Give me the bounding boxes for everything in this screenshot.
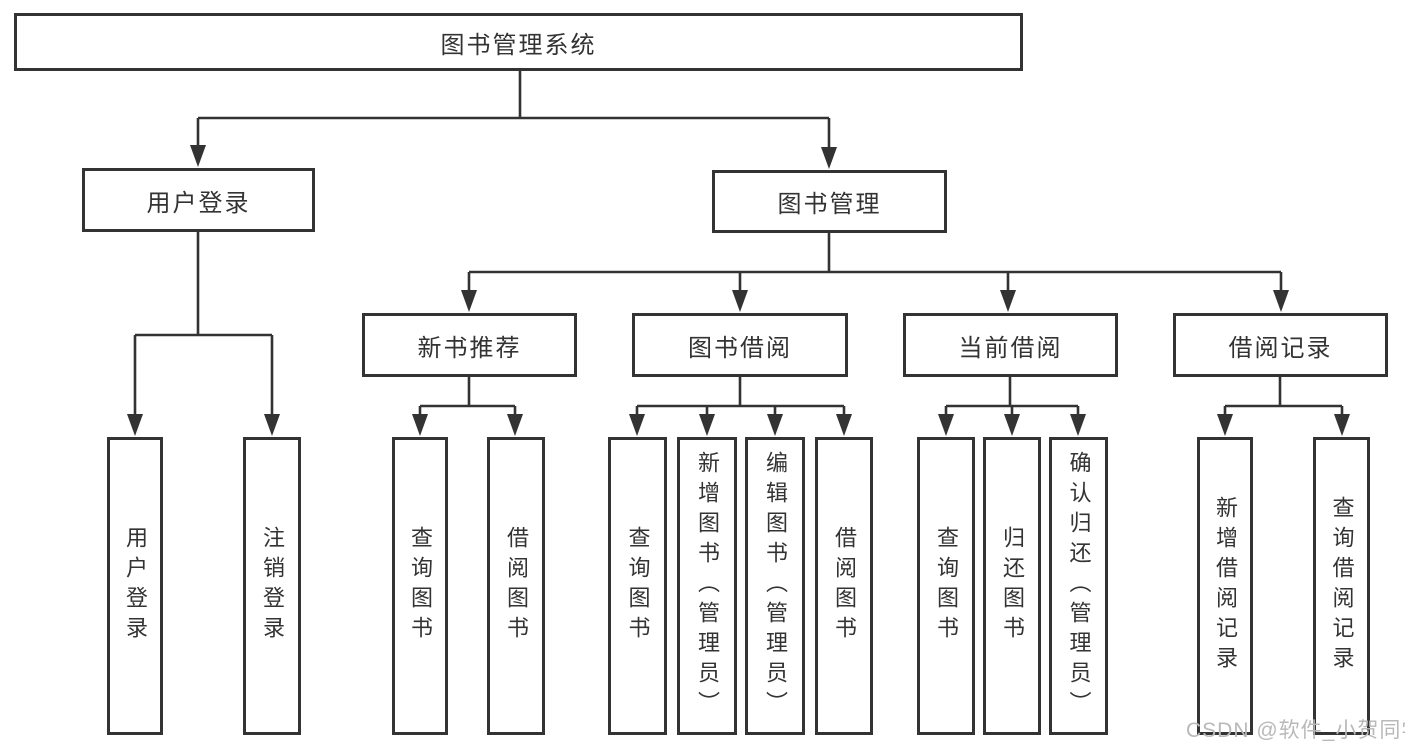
leaf-borrow-book: 借阅图书 [815,437,873,735]
leaf-label: 归还图书 [1000,526,1025,646]
arrow-down-icon [767,414,783,436]
connector-current-borrow [944,377,1080,417]
leaf-query-book-borrow: 查询图书 [608,437,667,735]
leaf-query-book-recommend: 查询图书 [392,437,448,735]
arrow-down-icon [1000,290,1016,312]
connector-root [196,71,831,149]
node-label: 图书管理 [777,191,882,218]
node-book-borrow: 图书借阅 [632,313,848,377]
leaf-edit-book-admin: 编辑图书（管理员） [745,437,805,735]
arrow-down-icon [461,290,477,312]
leaf-logout: 注销登录 [243,437,301,735]
leaf-label: 借阅图书 [504,526,529,646]
leaf-label: 查询图书 [408,526,433,646]
leaf-label: 确认归还（管理员） [1066,451,1092,721]
leaf-label: 新增图书（管理员） [695,451,720,721]
arrow-down-icon [1273,290,1289,312]
arrow-down-icon [836,414,852,436]
leaf-label: 编辑图书（管理员） [763,451,788,721]
leaf-add-borrow-record: 新增借阅记录 [1197,437,1253,735]
leaf-query-book-current: 查询图书 [917,437,975,735]
leaf-label: 新增借阅记录 [1213,496,1238,676]
arrow-down-icon [127,414,143,436]
node-label: 用户登录 [146,189,251,217]
node-label: 当前借阅 [958,334,1063,362]
node-label: 图书管理系统 [440,31,597,59]
leaf-label: 用户登录 [123,526,148,646]
arrow-down-icon [1334,414,1350,436]
leaf-label: 借阅图书 [832,526,857,646]
node-current-borrow: 当前借阅 [903,313,1118,377]
arrow-down-icon [264,414,280,436]
arrow-down-icon [938,414,954,436]
connector-user-login [133,232,274,417]
connector-book-borrow [635,377,846,417]
node-label: 借阅记录 [1228,334,1333,362]
watermark: CSDN @软件_小贺同学 [1186,719,1405,742]
arrow-down-icon [190,145,206,167]
leaf-user-login: 用户登录 [107,437,163,735]
arrow-down-icon [507,414,523,436]
connector-book-management [467,233,1283,292]
node-label: 新书推荐 [417,334,522,362]
arrow-down-icon [629,414,645,436]
connector-borrow-records [1223,377,1344,417]
node-new-book-recommend: 新书推荐 [362,313,577,377]
arrow-down-icon [732,290,748,312]
leaf-return-book: 归还图书 [983,437,1041,735]
node-user-login-branch: 用户登录 [82,168,315,232]
leaf-label: 查询图书 [625,526,651,646]
leaf-label: 查询借阅记录 [1329,496,1355,676]
leaf-query-borrow-record: 查询借阅记录 [1313,437,1370,735]
arrow-down-icon [1070,414,1086,436]
arrow-down-icon [699,414,715,436]
node-borrow-records: 借阅记录 [1173,313,1388,377]
leaf-label: 注销登录 [260,526,285,646]
leaf-confirm-return-admin: 确认归还（管理员） [1049,437,1108,735]
node-label: 图书借阅 [688,334,792,362]
arrow-down-icon [821,147,837,169]
node-book-management: 图书管理 [712,170,947,233]
leaf-label: 查询图书 [934,526,959,646]
leaf-borrow-book-recommend: 借阅图书 [487,437,545,735]
arrow-down-icon [1217,414,1233,436]
leaf-add-book-admin: 新增图书（管理员） [677,437,737,735]
connector-new-book [418,377,517,417]
arrow-down-icon [412,414,428,436]
arrow-down-icon [1004,414,1020,436]
node-library-system: 图书管理系统 [14,13,1023,71]
